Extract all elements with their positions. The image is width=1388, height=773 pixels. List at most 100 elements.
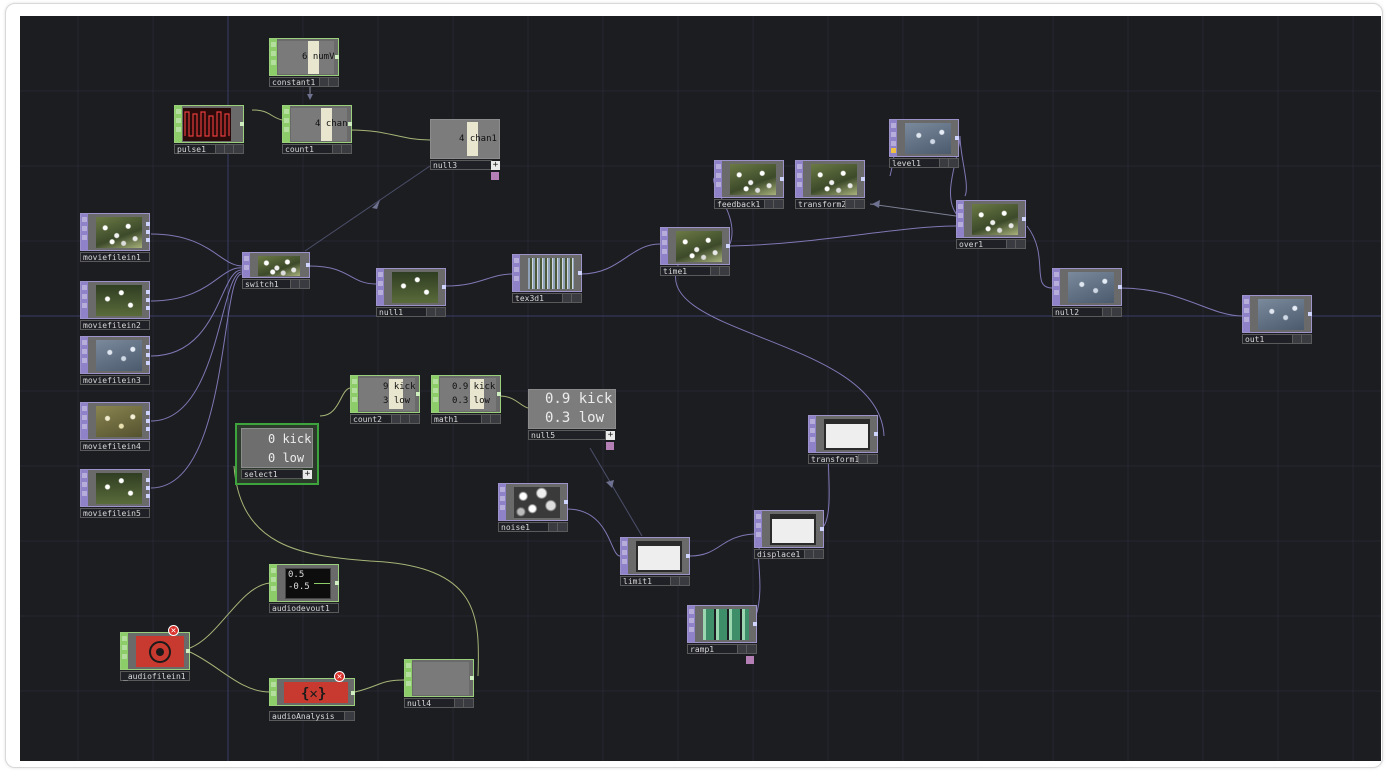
node-displace1[interactable]: displace1 — [754, 510, 826, 560]
node-label: displace1 — [757, 550, 801, 559]
node-label: select1 — [244, 470, 278, 479]
wire-top — [1119, 287, 1243, 317]
node-moviefilein5[interactable]: moviefilein5 — [80, 469, 152, 519]
node-time1[interactable]: time1 — [660, 227, 732, 277]
channel-value: 0.3 low — [452, 396, 490, 406]
thumbnail-image — [1068, 272, 1114, 303]
wire-top — [150, 273, 243, 489]
node-label: moviefilein1 — [83, 253, 141, 262]
node-null2[interactable]: null2 — [1052, 268, 1124, 318]
thumbnail-image — [136, 636, 184, 667]
speaker-icon — [149, 641, 171, 663]
wire-top — [675, 260, 885, 437]
node-select1[interactable]: 0 kick 0 low select1 + — [235, 423, 319, 485]
node-moviefilein3[interactable]: moviefilein3 — [80, 336, 152, 386]
wire-export — [589, 447, 643, 537]
node-noise1[interactable]: noise1 — [498, 483, 570, 533]
thumbnail-image — [96, 406, 142, 437]
wire-chop — [251, 109, 283, 121]
node-label: out1 — [1245, 335, 1265, 344]
wire-top — [729, 225, 957, 247]
thumbnail-image — [676, 231, 722, 262]
channel-value: 4 chan1 — [459, 134, 497, 144]
node-audioAnalysis[interactable]: {✕} ✕ audioAnalysis — [269, 671, 357, 724]
wire-chop — [499, 395, 529, 409]
node-label: count2 — [353, 415, 382, 424]
output-connector[interactable] — [606, 442, 614, 450]
node-label: moviefilein4 — [83, 442, 141, 451]
node-transform2[interactable]: transform2 — [795, 160, 867, 210]
svg-text:{✕}: {✕} — [301, 686, 326, 702]
node-label: null4 — [407, 699, 432, 708]
node-label: time1 — [663, 267, 688, 276]
error-icon[interactable]: ✕ — [334, 671, 345, 682]
node-moviefilein4[interactable]: moviefilein4 — [80, 402, 152, 452]
wire-chop — [233, 465, 479, 677]
waveform-max-label: 0.5 — [288, 570, 305, 580]
thumbnail-image — [96, 340, 142, 371]
thumbnail-image — [905, 123, 951, 154]
node-label: moviefilein2 — [83, 321, 141, 330]
node-count2[interactable]: 9 kick 3 low count2 — [350, 375, 420, 425]
network-editor-canvas[interactable]: 6 numV constant1 pulse1 4 chan count1 — [20, 16, 1381, 761]
node-math1[interactable]: 0.9 kick 0.3 low math1 — [431, 375, 501, 425]
node-moviefilein1[interactable]: moviefilein1 — [80, 213, 152, 263]
node-constant1[interactable]: 6 numV constant1 — [269, 38, 339, 88]
node-label: tex3d1 — [515, 294, 544, 303]
node-label: null3 — [433, 161, 458, 170]
node-pulse1[interactable]: pulse1 — [174, 105, 244, 155]
wire-chop — [349, 129, 431, 141]
thumbnail-image — [824, 419, 870, 450]
node-out1[interactable]: out1 — [1242, 295, 1314, 345]
node-null3[interactable]: 4 chan1 null3 + — [430, 119, 502, 180]
channel-value: 4 chan — [315, 119, 347, 129]
node-null4[interactable]: null4 — [404, 659, 474, 709]
node-audiodevout1[interactable]: 0.5 -0.5 audiodevout1 — [269, 564, 341, 614]
node-over1[interactable]: over1 — [956, 200, 1028, 250]
thumbnail-image — [514, 487, 560, 518]
error-icon[interactable]: ✕ — [168, 625, 179, 636]
output-connector[interactable] — [491, 172, 499, 180]
node-count1[interactable]: 4 chan count1 — [282, 105, 352, 155]
node-limit1[interactable]: limit1 — [620, 537, 692, 587]
thumbnail-image — [392, 272, 438, 303]
node-null5[interactable]: 0.9 kick 0.3 low null5 + — [528, 389, 618, 451]
window-frame: 6 numV constant1 pulse1 4 chan count1 — [5, 3, 1383, 768]
thumbnail-image — [770, 514, 816, 545]
node-null1[interactable]: null1 — [376, 268, 448, 318]
component-icon: {✕} — [301, 686, 326, 702]
thumbnail-image — [96, 217, 142, 248]
node-level1[interactable]: level1 — [889, 119, 961, 169]
node-label: noise1 — [501, 523, 530, 532]
wire-top — [445, 273, 513, 287]
thumbnail-image — [972, 204, 1018, 235]
output-connector[interactable] — [746, 656, 754, 664]
node-label: audioAnalysis — [272, 712, 335, 721]
thumbnail-image — [528, 258, 574, 289]
channel-value: 6 numV — [302, 52, 334, 62]
wire-top — [150, 271, 243, 422]
node-switch1[interactable]: switch1 — [242, 252, 312, 292]
wire-export — [304, 165, 431, 252]
node-moviefilein2[interactable]: moviefilein2 — [80, 281, 152, 331]
node-label: transform2 — [798, 200, 847, 209]
thumbnail-image — [258, 256, 300, 276]
node-tex3d1[interactable]: tex3d1 — [512, 254, 584, 304]
thumbnail-image — [703, 609, 749, 640]
add-icon[interactable]: + — [606, 430, 615, 440]
node-transform1[interactable]: transform1 — [808, 415, 880, 465]
wire-chop — [354, 679, 405, 693]
thumbnail-image — [811, 164, 857, 195]
node-audiofilein1[interactable]: ✕ _audiofilein1 — [120, 625, 192, 682]
wire-top — [566, 508, 621, 557]
node-ramp1[interactable]: ramp1 — [687, 605, 759, 667]
add-icon[interactable]: + — [303, 469, 312, 479]
node-label: feedback1 — [717, 200, 761, 209]
node-label: pulse1 — [177, 145, 206, 154]
thumbnail-image — [1258, 299, 1304, 330]
thumbnail-image: {✕} — [284, 682, 348, 703]
wire-export — [869, 203, 957, 217]
add-icon[interactable]: + — [491, 160, 500, 170]
arrow-head — [372, 200, 380, 209]
node-feedback1[interactable]: feedback1 — [714, 160, 786, 210]
